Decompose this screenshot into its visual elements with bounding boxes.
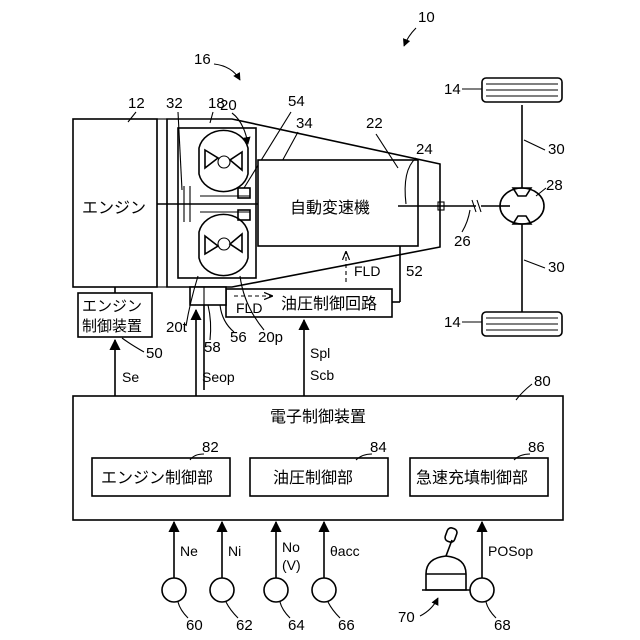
vehicle-leader bbox=[404, 28, 416, 46]
sensor-no bbox=[264, 578, 288, 602]
ref-propeller-shaft: 26 bbox=[454, 233, 471, 250]
signal-no-v: (V) bbox=[282, 557, 301, 573]
ref-wheel-upper: 14 bbox=[444, 81, 461, 98]
torus-upper bbox=[199, 130, 248, 191]
ref-vehicle: 10 bbox=[418, 9, 435, 26]
case-leader bbox=[210, 112, 213, 123]
signal-ni: Ni bbox=[228, 543, 241, 559]
sensor-pos-leader bbox=[486, 602, 496, 618]
ref-crankshaft: 32 bbox=[166, 95, 183, 112]
sensor-ne bbox=[162, 578, 186, 602]
ref-pump-sub: 58 bbox=[204, 339, 221, 356]
differential bbox=[500, 188, 544, 224]
ref-engine-ctrl-unit: 82 bbox=[202, 439, 219, 456]
ref-axle-upper: 30 bbox=[548, 141, 565, 158]
ref-oil-pump: 56 bbox=[230, 329, 247, 346]
engine-ctrl-unit-label: エンジン制御部 bbox=[101, 468, 213, 487]
shift-lever bbox=[422, 527, 470, 590]
ref-hydraulic-ctrl-unit: 84 bbox=[370, 439, 387, 456]
ref-pump-drive-shaft: 54 bbox=[288, 93, 305, 110]
axle-upper-leader bbox=[524, 140, 545, 150]
ref-hydraulic-line: 52 bbox=[406, 263, 423, 280]
wheel-lower bbox=[482, 312, 562, 336]
signal-pos-op: POSop bbox=[488, 543, 533, 559]
ref-differential: 28 bbox=[546, 177, 563, 194]
ref-rapid-fill-ctrl-unit: 86 bbox=[528, 439, 545, 456]
transmission-label: 自動変速機 bbox=[290, 198, 370, 217]
ref-shift-lever: 70 bbox=[398, 609, 415, 626]
ref-transmission: 22 bbox=[366, 115, 383, 132]
sensor-ni-leader bbox=[226, 602, 238, 618]
signal-spl: Spl bbox=[310, 345, 330, 361]
differential-leader bbox=[536, 188, 546, 196]
signal-se: Se bbox=[122, 369, 139, 385]
ref-pump-impeller: 20p bbox=[258, 329, 283, 346]
ref-input-shaft: 34 bbox=[296, 115, 313, 132]
ref-output-shaft: 24 bbox=[416, 141, 433, 158]
ref-wheel-lower: 14 bbox=[444, 314, 461, 331]
ref-sensor-acc: 66 bbox=[338, 617, 355, 634]
pump-sub-leader bbox=[208, 305, 211, 340]
fld-upper-label: FLD bbox=[354, 263, 380, 279]
hydraulic-circuit-label: 油圧制御回路 bbox=[281, 294, 377, 313]
bell-housing-wall bbox=[157, 119, 167, 287]
ref-sensor-ni: 62 bbox=[236, 617, 253, 634]
ref-engine: 12 bbox=[128, 95, 145, 112]
ref-sensor-ne: 60 bbox=[186, 617, 203, 634]
sensor-acc-leader bbox=[328, 602, 340, 618]
ref-turbine: 20t bbox=[166, 319, 188, 336]
ref-torque-converter: 20 bbox=[220, 97, 237, 114]
sensor-no-leader bbox=[280, 602, 290, 618]
sensor-pos bbox=[470, 578, 494, 602]
ref-power-transmission: 16 bbox=[194, 51, 211, 68]
signal-scb: Scb bbox=[310, 367, 334, 383]
signal-seop: Seop bbox=[202, 369, 235, 385]
signal-no: No bbox=[282, 539, 300, 555]
ref-engine-ctrl-device: 50 bbox=[146, 345, 163, 362]
signal-ne: Ne bbox=[180, 543, 198, 559]
engine-label: エンジン bbox=[82, 198, 146, 217]
sensor-ni bbox=[210, 578, 234, 602]
shaft-break-2 bbox=[477, 200, 481, 212]
ref-axle-lower: 30 bbox=[548, 259, 565, 276]
axle-lower-leader bbox=[524, 260, 545, 268]
power-transmission-leader bbox=[214, 64, 240, 80]
engine-control-line2: 制御装置 bbox=[82, 317, 142, 335]
ref-sensor-pos: 68 bbox=[494, 617, 511, 634]
engine-control-line1: エンジン bbox=[82, 297, 142, 315]
ref-ecu: 80 bbox=[534, 373, 551, 390]
propeller-shaft-leader bbox=[462, 210, 470, 232]
engine-ctrl-leader bbox=[122, 338, 144, 352]
signal-theta-acc: θacc bbox=[330, 543, 360, 559]
sensor-acc bbox=[312, 578, 336, 602]
ecu-label: 電子制御装置 bbox=[270, 407, 366, 426]
sensor-ne-leader bbox=[178, 602, 188, 618]
ref-sensor-no: 64 bbox=[288, 617, 305, 634]
oil-pump-box bbox=[190, 287, 226, 305]
shift-lever-leader bbox=[420, 598, 438, 616]
wheel-upper bbox=[482, 78, 562, 102]
hydraulic-ctrl-unit-label: 油圧制御部 bbox=[273, 468, 353, 487]
rapid-fill-ctrl-unit-label: 急速充填制御部 bbox=[416, 468, 528, 487]
torus-lower bbox=[199, 214, 248, 275]
